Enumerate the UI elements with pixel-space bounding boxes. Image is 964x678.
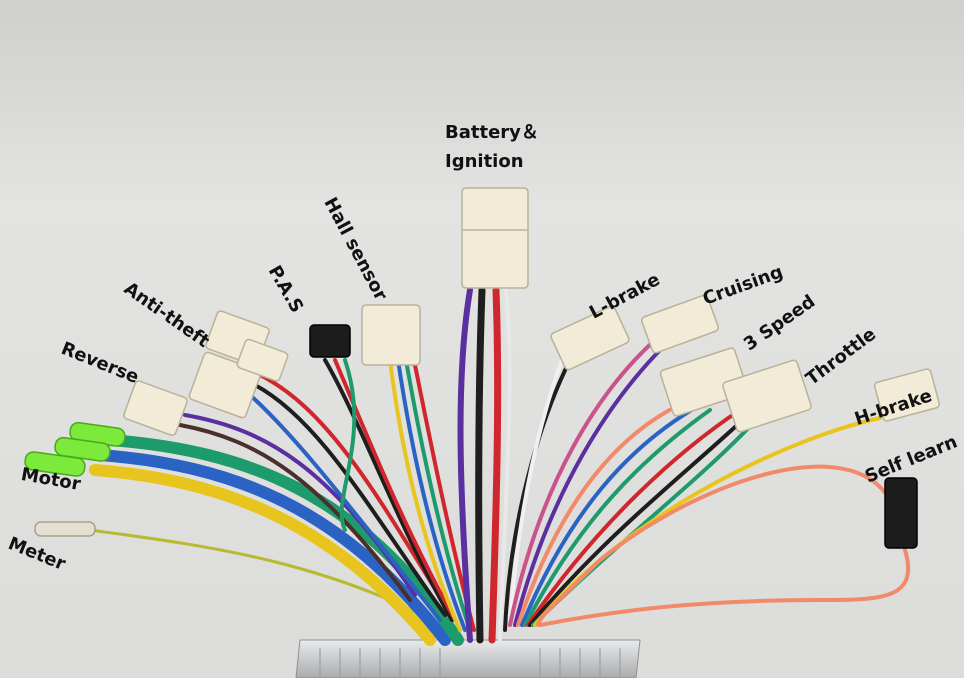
l-brake-connector [550,305,630,371]
reverse-connector [123,380,188,436]
label-battery-line1: Battery＆ [445,122,539,143]
cruising-connector [640,294,720,354]
throttle-connector [722,359,812,433]
self-learn-connector [884,477,918,549]
connectors [24,187,941,549]
battery-connector [461,187,529,289]
h-brake-connector [873,368,941,422]
pas-connector [309,324,351,358]
motor-bullet-connectors [24,421,126,477]
hall-sensor-connector [361,304,421,366]
three-speed-connector [659,347,749,417]
controller-box [295,639,641,678]
wires [88,286,911,646]
meter-bullet-connector [34,521,96,537]
label-battery-line2: Ignition [445,151,524,172]
